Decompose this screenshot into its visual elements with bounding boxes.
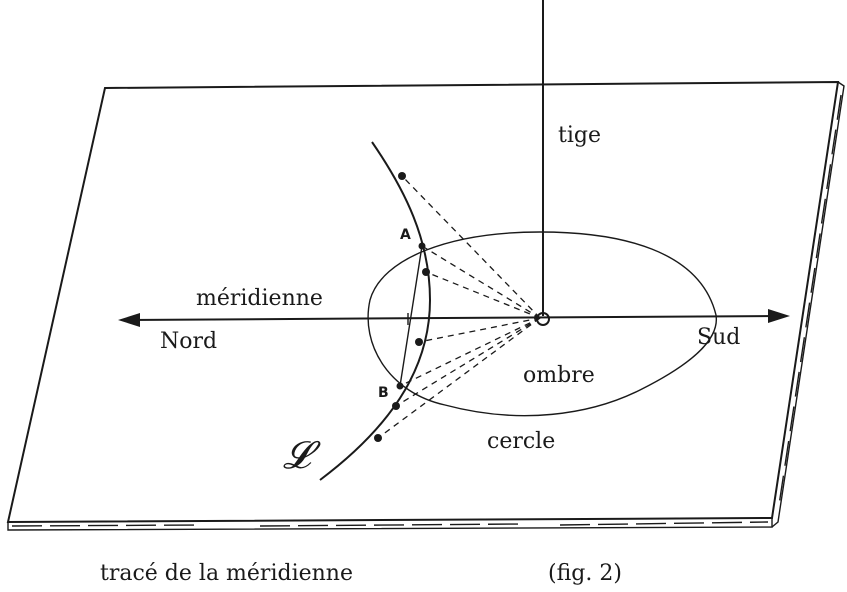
- board: [6, 80, 845, 531]
- shadow-ray-4: [418, 317, 541, 343]
- curve-points: [374, 172, 430, 442]
- curve-point: [415, 338, 423, 346]
- label-north: Nord: [160, 329, 217, 354]
- curve-l: [319, 141, 432, 481]
- shadow-circle: [367, 231, 717, 417]
- shadow-ray-2: [421, 245, 541, 319]
- caption-figure: (fig. 2): [548, 561, 622, 586]
- board-outline: [6, 80, 840, 524]
- label-shadow: ombre: [523, 363, 595, 388]
- curve-point: [392, 402, 400, 410]
- shadow-ray-5: [399, 317, 541, 387]
- shadow-ray-3: [425, 271, 541, 319]
- label-meridian: méridienne: [196, 286, 323, 311]
- board-edge-texture: [11, 521, 769, 527]
- label-circle: cercle: [487, 429, 555, 454]
- label-south: Sud: [697, 325, 740, 350]
- arrow-north: [118, 313, 140, 327]
- caption-title: tracé de la méridienne: [100, 561, 353, 586]
- arrow-south: [768, 309, 790, 323]
- label-point-b: B: [378, 385, 389, 401]
- label-rod: tige: [558, 123, 601, 148]
- board-edge-right: [771, 81, 845, 528]
- curve-point: [422, 268, 430, 276]
- meridian-line: [118, 309, 790, 327]
- label-point-a: A: [400, 227, 411, 243]
- point-a-marker: [418, 242, 426, 250]
- meridian-axis: [125, 315, 779, 321]
- board-edge-bottom: [7, 518, 773, 531]
- point-b-marker: [396, 382, 404, 390]
- board-edge-right-texture: [778, 94, 842, 506]
- shadow-rays: [377, 175, 541, 439]
- chord-ab: [399, 245, 423, 387]
- shadow-ray-7: [377, 317, 541, 439]
- curve-point: [398, 172, 406, 180]
- label-curve-l: 𝓛: [283, 433, 321, 477]
- shadow-ray-1: [401, 175, 541, 319]
- curve-point: [374, 434, 382, 442]
